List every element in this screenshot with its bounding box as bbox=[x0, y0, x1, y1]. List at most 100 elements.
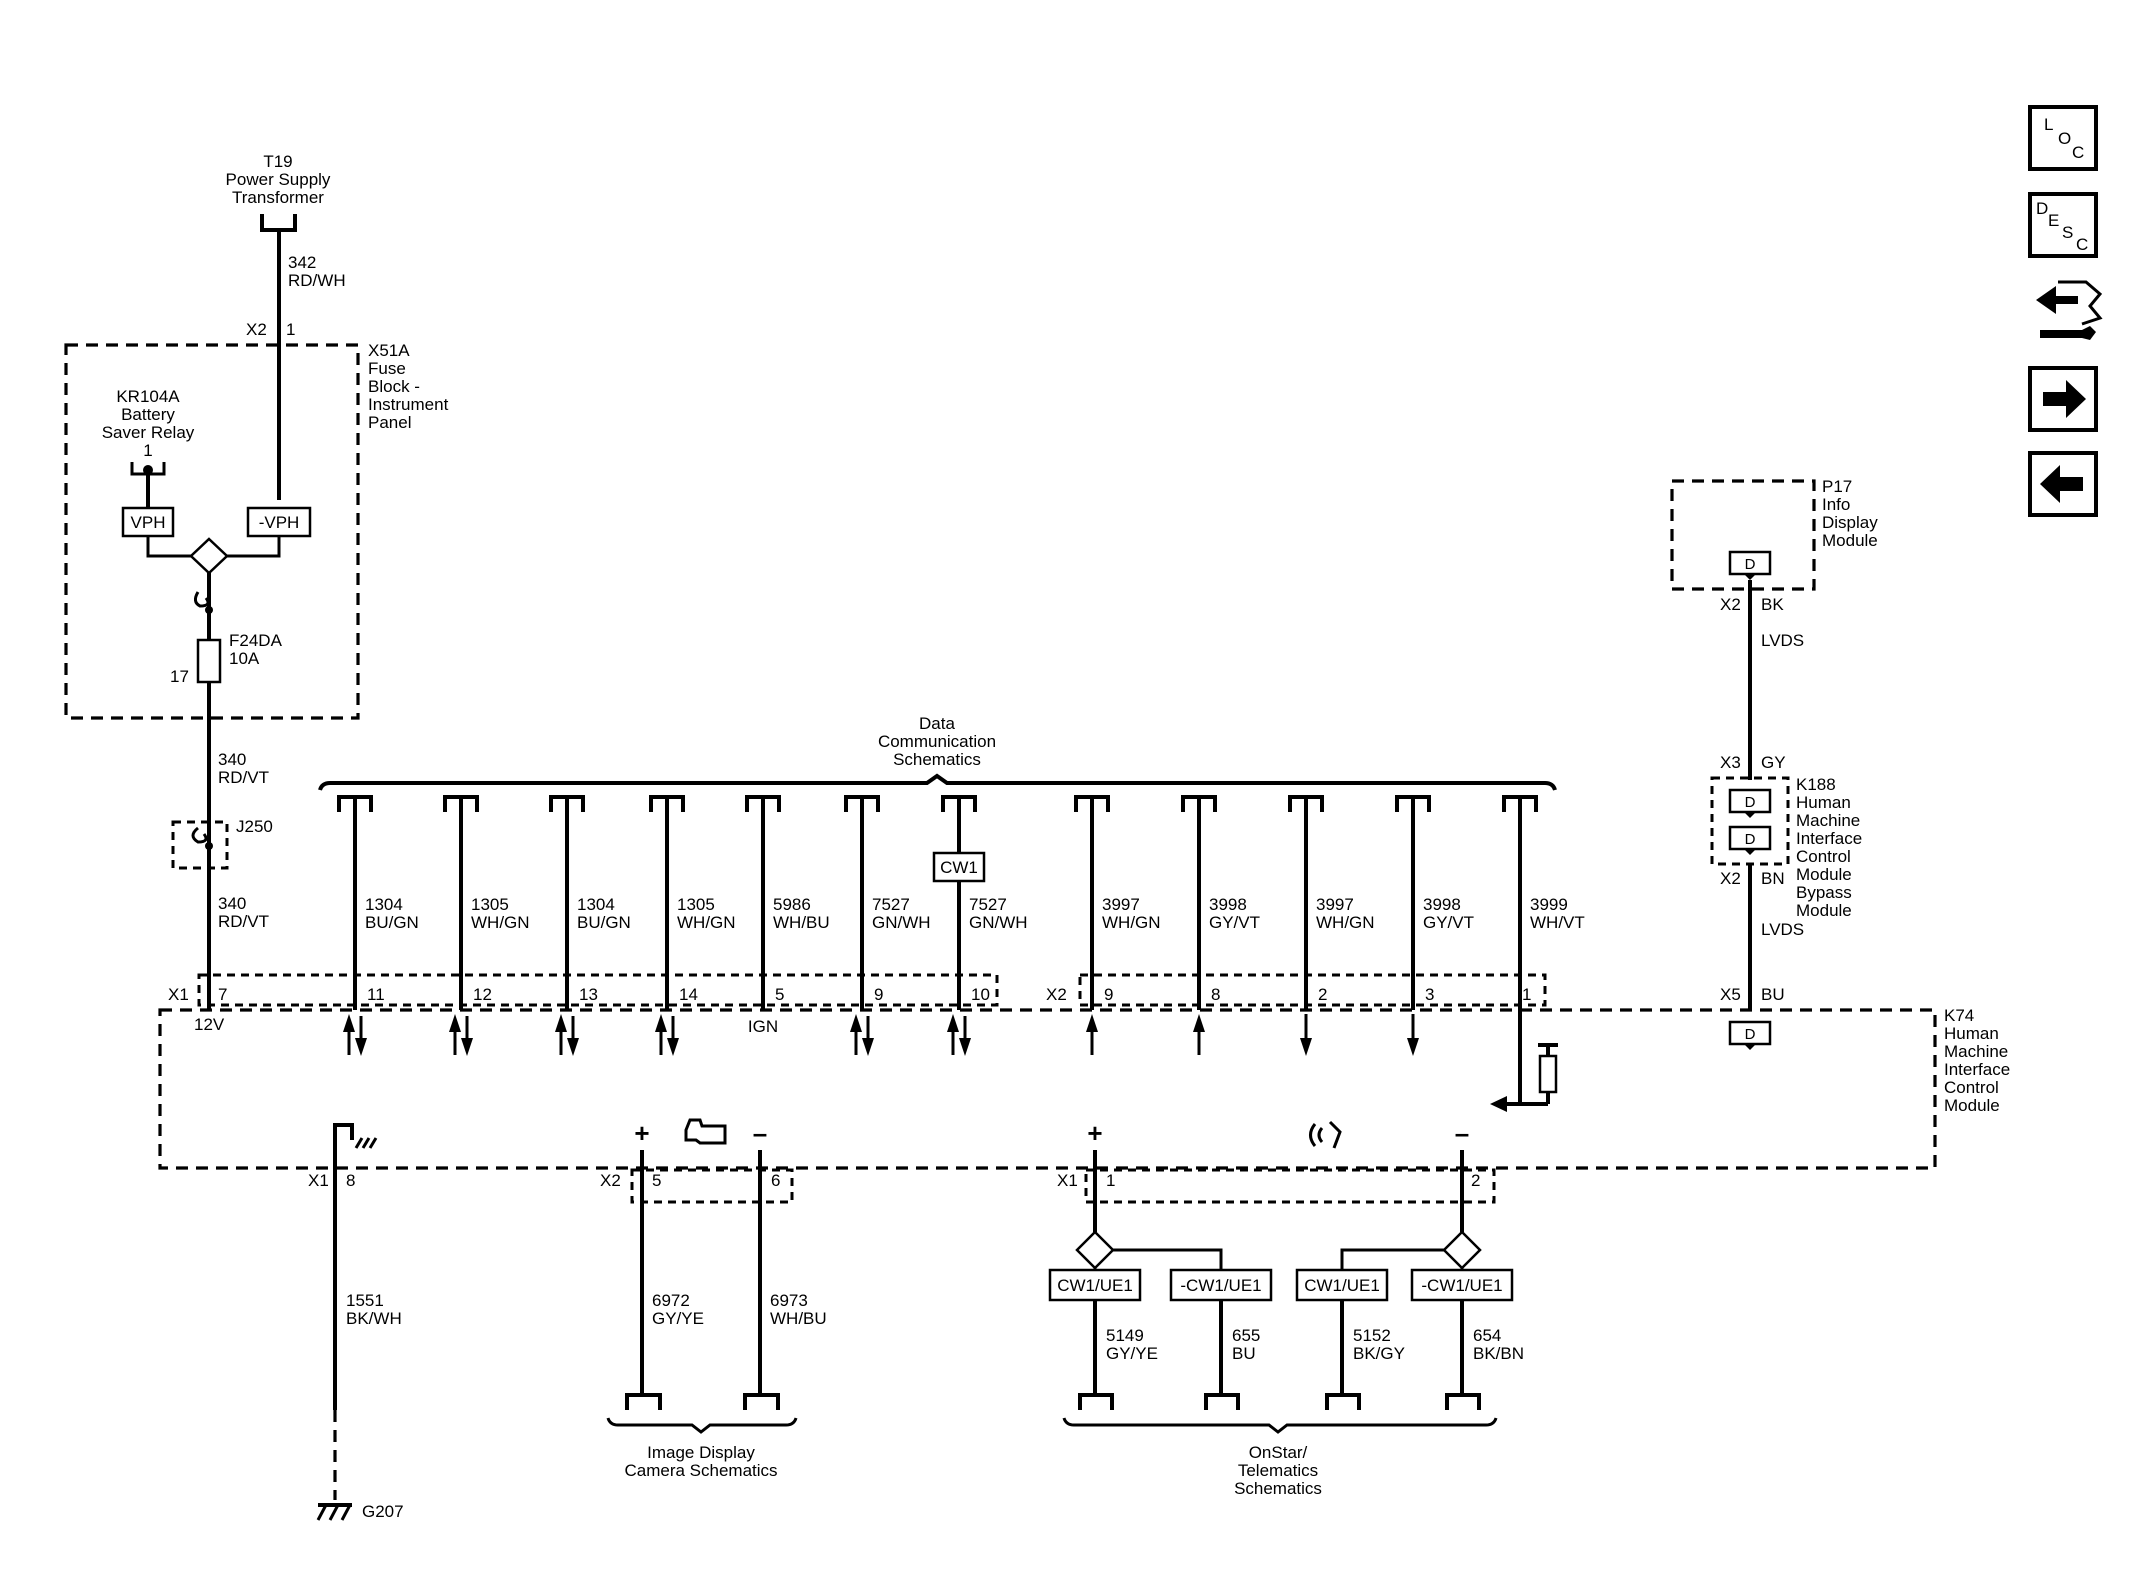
neg-cw1-ue1-box-b: -CW1/UE1 bbox=[1410, 1268, 1514, 1302]
p17-display-d: D bbox=[1745, 556, 1756, 573]
wire-655-circuit: 655 bbox=[1232, 1326, 1260, 1345]
k188-label-5: Control bbox=[1796, 847, 1851, 866]
k74-module-boundary bbox=[158, 1008, 1937, 1170]
camera-connector-x2: X2 bbox=[600, 1171, 621, 1190]
wire-vph-join bbox=[146, 536, 192, 558]
previous-arrow-button[interactable] bbox=[2028, 451, 2098, 517]
t19-label-1: T19 bbox=[263, 152, 292, 171]
cw1-ue1-box-a: CW1/UE1 bbox=[1048, 1268, 1142, 1302]
wire-6972-circuit: 6972 bbox=[652, 1291, 690, 1310]
next-arrow-button[interactable] bbox=[2028, 366, 2098, 432]
cw1-ue1-label-b: CW1/UE1 bbox=[1304, 1276, 1380, 1295]
k74-label-2: Human bbox=[1944, 1024, 1999, 1043]
wire-5152-connector-symbol bbox=[1325, 1393, 1361, 1410]
bus-wire-circuit: 5986 bbox=[773, 895, 811, 914]
wire-655-color: BU bbox=[1232, 1344, 1256, 1363]
k74-connector-x2: X2 bbox=[1046, 985, 1067, 1004]
bus-bracket bbox=[318, 773, 1557, 791]
wire-neg-vph-join bbox=[227, 536, 281, 558]
bus-wire-circuit: 7527 bbox=[872, 895, 910, 914]
wire-6972-color: GY/YE bbox=[652, 1309, 704, 1328]
x51a-label-2: Fuse bbox=[368, 359, 406, 378]
k188-label-4: Interface bbox=[1796, 829, 1862, 848]
onstar-plus-splice bbox=[1075, 1230, 1115, 1270]
kr104a-label-2: Battery bbox=[121, 405, 175, 424]
camera-icon bbox=[684, 1118, 727, 1145]
j250-label: J250 bbox=[236, 817, 273, 836]
loc-letter-o: O bbox=[2058, 129, 2071, 148]
signal-arrow-up-head bbox=[555, 1014, 567, 1032]
neg-cw1-ue1-box-a: -CW1/UE1 bbox=[1169, 1268, 1273, 1302]
bus-wire-pin: 1 bbox=[1522, 985, 1531, 1004]
bus-wire-color: GY/VT bbox=[1423, 913, 1474, 932]
signal-arrow-up-head bbox=[1193, 1014, 1205, 1032]
p17-module-boundary bbox=[1670, 479, 1816, 591]
wire-1551-color: BK/WH bbox=[346, 1309, 402, 1328]
bus-wire-color: GN/WH bbox=[969, 913, 1028, 932]
bus-wire-color: WH/GN bbox=[677, 913, 736, 932]
kr104a-label-1: KR104A bbox=[116, 387, 180, 406]
bus-title-3: Schematics bbox=[893, 750, 981, 769]
k74-ign-label: IGN bbox=[748, 1017, 778, 1036]
bus-wire-color: WH/VT bbox=[1530, 913, 1585, 932]
kr104a-relay-symbol bbox=[130, 462, 166, 476]
bus-wire-circuit: 1304 bbox=[365, 895, 403, 914]
signal-arrow-up-head bbox=[947, 1014, 959, 1032]
k188-connector-x3-color: GY bbox=[1761, 753, 1786, 772]
signal-arrow-down-head bbox=[461, 1038, 473, 1056]
fuse-f24da bbox=[196, 638, 222, 684]
signal-arrow-down-head bbox=[1300, 1038, 1312, 1056]
signal-arrow-up-head bbox=[343, 1014, 355, 1032]
loc-button[interactable]: L O C bbox=[2028, 105, 2098, 171]
connector-end-view-icon[interactable] bbox=[2036, 280, 2103, 340]
bus-wire-pin: 12 bbox=[473, 985, 492, 1004]
wire-6973-color: WH/BU bbox=[770, 1309, 827, 1328]
onstar-pin-2: 2 bbox=[1471, 1171, 1480, 1190]
k74-ground-connector-x1: X1 bbox=[308, 1171, 329, 1190]
p17-label-1: P17 bbox=[1822, 477, 1852, 496]
t19-label-3: Transformer bbox=[232, 188, 324, 207]
k188-connector-x2-color: BN bbox=[1761, 869, 1785, 888]
desc-letter-s: S bbox=[2062, 223, 2073, 242]
bus-wire-pin: 5 bbox=[775, 985, 784, 1004]
onstar-bracket bbox=[1062, 1417, 1498, 1434]
signal-arrow-up-head bbox=[1086, 1014, 1098, 1032]
bus-title-2: Communication bbox=[878, 732, 996, 751]
bus-wire-pin: 3 bbox=[1425, 985, 1434, 1004]
k188-connector-x2: X2 bbox=[1720, 869, 1741, 888]
image-display-bracket bbox=[606, 1417, 798, 1434]
onstar-connector-strip bbox=[1084, 1168, 1496, 1204]
bus-wire-pin: 9 bbox=[1104, 985, 1113, 1004]
kr104a-pin: 1 bbox=[143, 441, 152, 460]
k74-label-6: Module bbox=[1944, 1096, 2000, 1115]
k74-display-icon: D bbox=[1728, 1020, 1772, 1050]
g207-label: G207 bbox=[362, 1502, 404, 1521]
bus-wire-pin: 14 bbox=[679, 985, 698, 1004]
image-display-label-1: Image Display bbox=[647, 1443, 755, 1462]
t19-label-2: Power Supply bbox=[226, 170, 331, 189]
bus-title-1: Data bbox=[919, 714, 955, 733]
loc-letter-l: L bbox=[2044, 115, 2053, 134]
splice-diamond bbox=[189, 537, 229, 575]
bus-wire-color: BU/GN bbox=[365, 913, 419, 932]
vph-label: VPH bbox=[131, 513, 166, 532]
p17-display-icon: D bbox=[1728, 550, 1772, 580]
j250-splice-boundary bbox=[171, 820, 229, 870]
k188-connector-x3: X3 bbox=[1720, 753, 1741, 772]
bus-wire-color: GY/VT bbox=[1209, 913, 1260, 932]
k74-connector-x1: X1 bbox=[168, 985, 189, 1004]
onstar-pin-1: 1 bbox=[1106, 1171, 1115, 1190]
desc-button[interactable]: D E S C bbox=[2028, 192, 2098, 258]
x51a-label-5: Panel bbox=[368, 413, 411, 432]
lvds-label-lower: LVDS bbox=[1761, 920, 1804, 939]
wire-onstar-minus-branch bbox=[1340, 1248, 1444, 1270]
bus-wire-pin: 13 bbox=[579, 985, 598, 1004]
wire-6973-circuit: 6973 bbox=[770, 1291, 808, 1310]
camera-pin-6: 6 bbox=[771, 1171, 780, 1190]
f24da-pin: 17 bbox=[170, 667, 189, 686]
image-display-label-2: Camera Schematics bbox=[624, 1461, 777, 1480]
wire-5149-circuit: 5149 bbox=[1106, 1326, 1144, 1345]
k188-display-icon-b: D bbox=[1728, 825, 1772, 855]
j250-splice-symbol bbox=[191, 826, 213, 850]
cw1-label: CW1 bbox=[940, 858, 978, 877]
